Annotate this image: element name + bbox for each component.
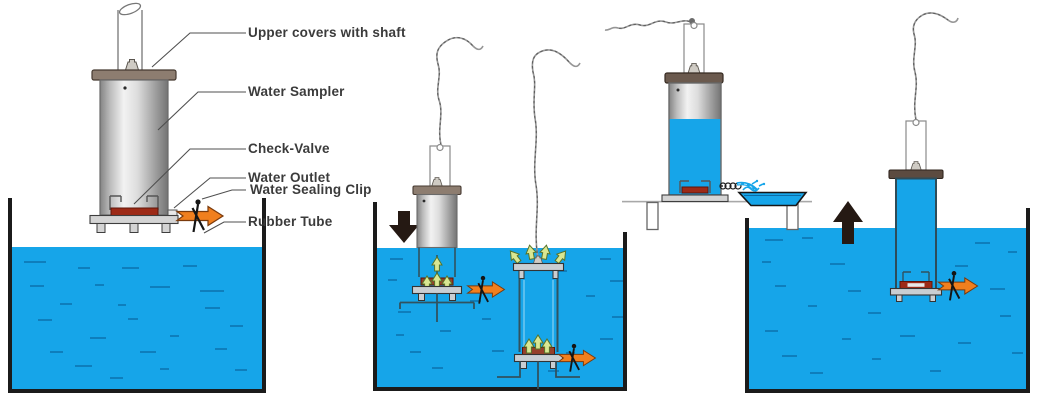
sampler-body-outline bbox=[518, 278, 559, 352]
collection-tray bbox=[737, 191, 808, 207]
check-valve bbox=[110, 207, 159, 216]
water-sampler-device bbox=[888, 12, 979, 302]
upper-cover-lid bbox=[91, 69, 177, 81]
upper-cover-lid bbox=[888, 169, 944, 180]
water-sampler-device bbox=[604, 18, 766, 203]
water bbox=[749, 228, 1026, 389]
hanging-rope bbox=[604, 20, 695, 31]
upper-cover-lid bbox=[412, 185, 462, 196]
label-check-valve: Check-Valve bbox=[248, 141, 330, 156]
water-ripples bbox=[762, 237, 1023, 374]
upper-cover-lid bbox=[664, 72, 724, 84]
base-plate bbox=[411, 285, 463, 295]
water bbox=[12, 247, 262, 389]
water-ripples bbox=[24, 261, 247, 379]
valve-pipes bbox=[497, 361, 580, 389]
panel-sampler-labeled bbox=[8, 2, 266, 393]
air-gap bbox=[669, 83, 721, 119]
water-sampler-device bbox=[89, 2, 224, 234]
down-arrow-icon bbox=[389, 211, 419, 243]
water-sampler-device bbox=[399, 36, 505, 322]
splash bbox=[742, 179, 766, 192]
check-valve-bracket bbox=[902, 271, 930, 282]
base-plate bbox=[661, 194, 729, 203]
sampled-water bbox=[669, 119, 721, 195]
hanging-rope bbox=[436, 36, 484, 146]
hanging-rope bbox=[912, 12, 959, 121]
label-rubber-tube: Rubber Tube bbox=[248, 214, 333, 229]
sampler-body-filled bbox=[895, 177, 937, 292]
up-arrow-icon bbox=[833, 201, 863, 244]
sampler-body bbox=[99, 79, 169, 216]
valve-pipes bbox=[399, 293, 475, 322]
panel-sampler-ascending bbox=[745, 12, 1030, 393]
leader-lines bbox=[133, 32, 246, 234]
panel-sampler-draining bbox=[604, 18, 812, 231]
sampler-body bbox=[416, 193, 458, 249]
water-tank bbox=[373, 202, 627, 391]
shaft-loop bbox=[118, 2, 142, 16]
label-water-sampler: Water Sampler bbox=[248, 84, 345, 99]
hanging-rope bbox=[531, 49, 581, 259]
top-plate bbox=[512, 262, 565, 272]
submerged-sampler bbox=[497, 49, 596, 389]
water bbox=[377, 248, 623, 387]
table-leg bbox=[786, 201, 799, 231]
base-plate bbox=[889, 287, 943, 296]
label-water-outlet: Water Outlet bbox=[248, 170, 331, 185]
base-plate bbox=[89, 214, 179, 225]
check-valve-bracket bbox=[109, 195, 159, 210]
check-valve-bracket bbox=[679, 180, 711, 193]
label-upper-covers-with-shaft: Upper covers with shaft bbox=[248, 25, 406, 40]
base-plate bbox=[513, 353, 564, 363]
panel-sampler-descending bbox=[373, 36, 627, 391]
label-water-sealing-clip: Water Sealing Clip bbox=[250, 182, 372, 197]
water-tank bbox=[745, 208, 1030, 393]
water-tank bbox=[8, 198, 266, 393]
table-leg bbox=[646, 201, 659, 231]
check-valve bbox=[681, 186, 709, 194]
